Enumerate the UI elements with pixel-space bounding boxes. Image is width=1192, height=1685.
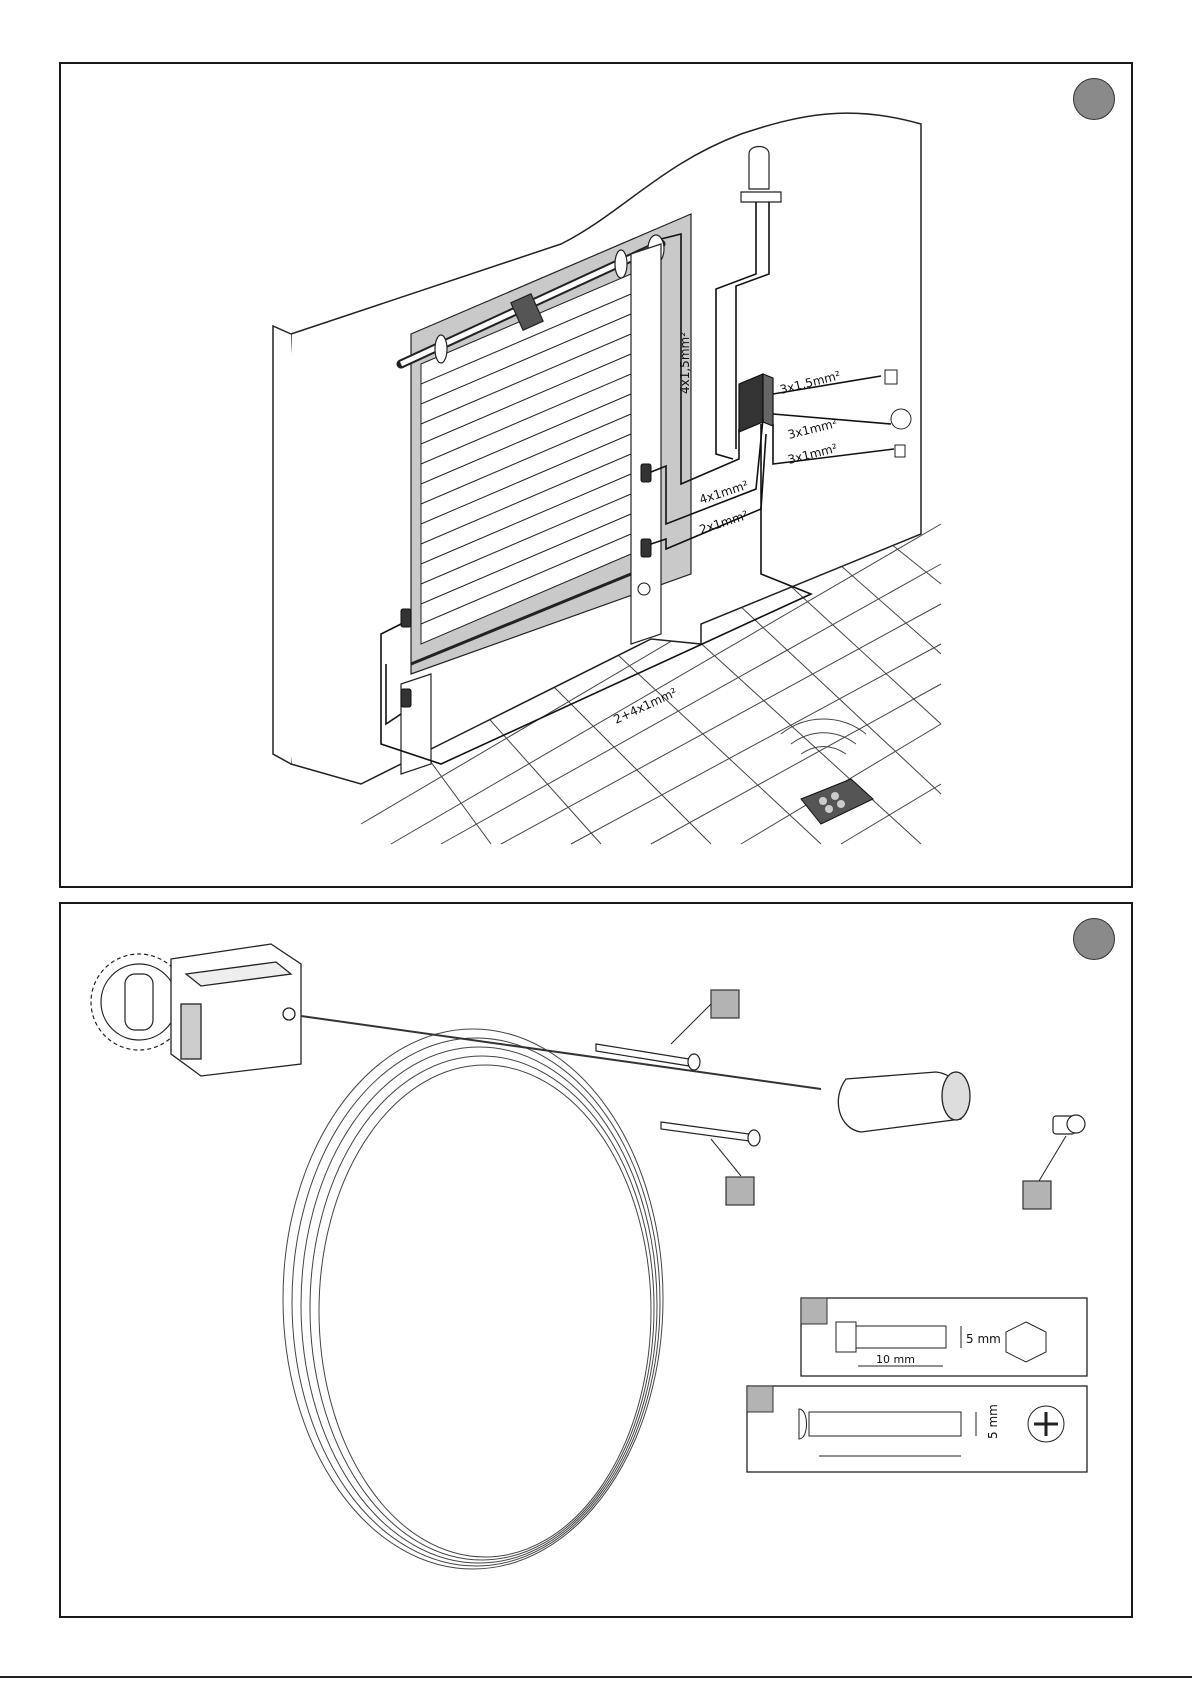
encoder-housing — [171, 944, 301, 1076]
screw-detail-b: 5 mm — [747, 1386, 1087, 1472]
remote-control — [781, 719, 873, 824]
kit-contents-panel: 5 mm 10 mm 5 mm — [59, 902, 1133, 1618]
cable-label-motor: 4x1,5mm² — [678, 332, 692, 394]
installation-overview-diagram: 4x1,5mm² 3x1,5mm² 3x1mm² 3x1mm² 4x1mm² 2… — [61, 64, 1135, 890]
screw-a-diameter: 5 mm — [966, 1332, 1001, 1346]
cable-coil — [283, 1016, 821, 1569]
screw-a-length: 10 mm — [876, 1353, 915, 1366]
control-unit — [739, 374, 773, 432]
installation-overview-panel: 4x1,5mm² 3x1,5mm² 3x1mm² 3x1mm² 4x1mm² 2… — [59, 62, 1133, 888]
kit-contents-diagram: 5 mm 10 mm 5 mm — [61, 904, 1135, 1620]
nut — [1053, 1115, 1085, 1134]
page-bottom-rule — [0, 1676, 1192, 1678]
screw-detail-a: 5 mm 10 mm — [801, 1298, 1087, 1376]
cable-label-floor: 2+4x1mm² — [611, 685, 679, 727]
cable-gland — [838, 1072, 970, 1132]
screw-b-diameter: 5 mm — [986, 1404, 1000, 1439]
long-screws — [596, 1044, 760, 1146]
